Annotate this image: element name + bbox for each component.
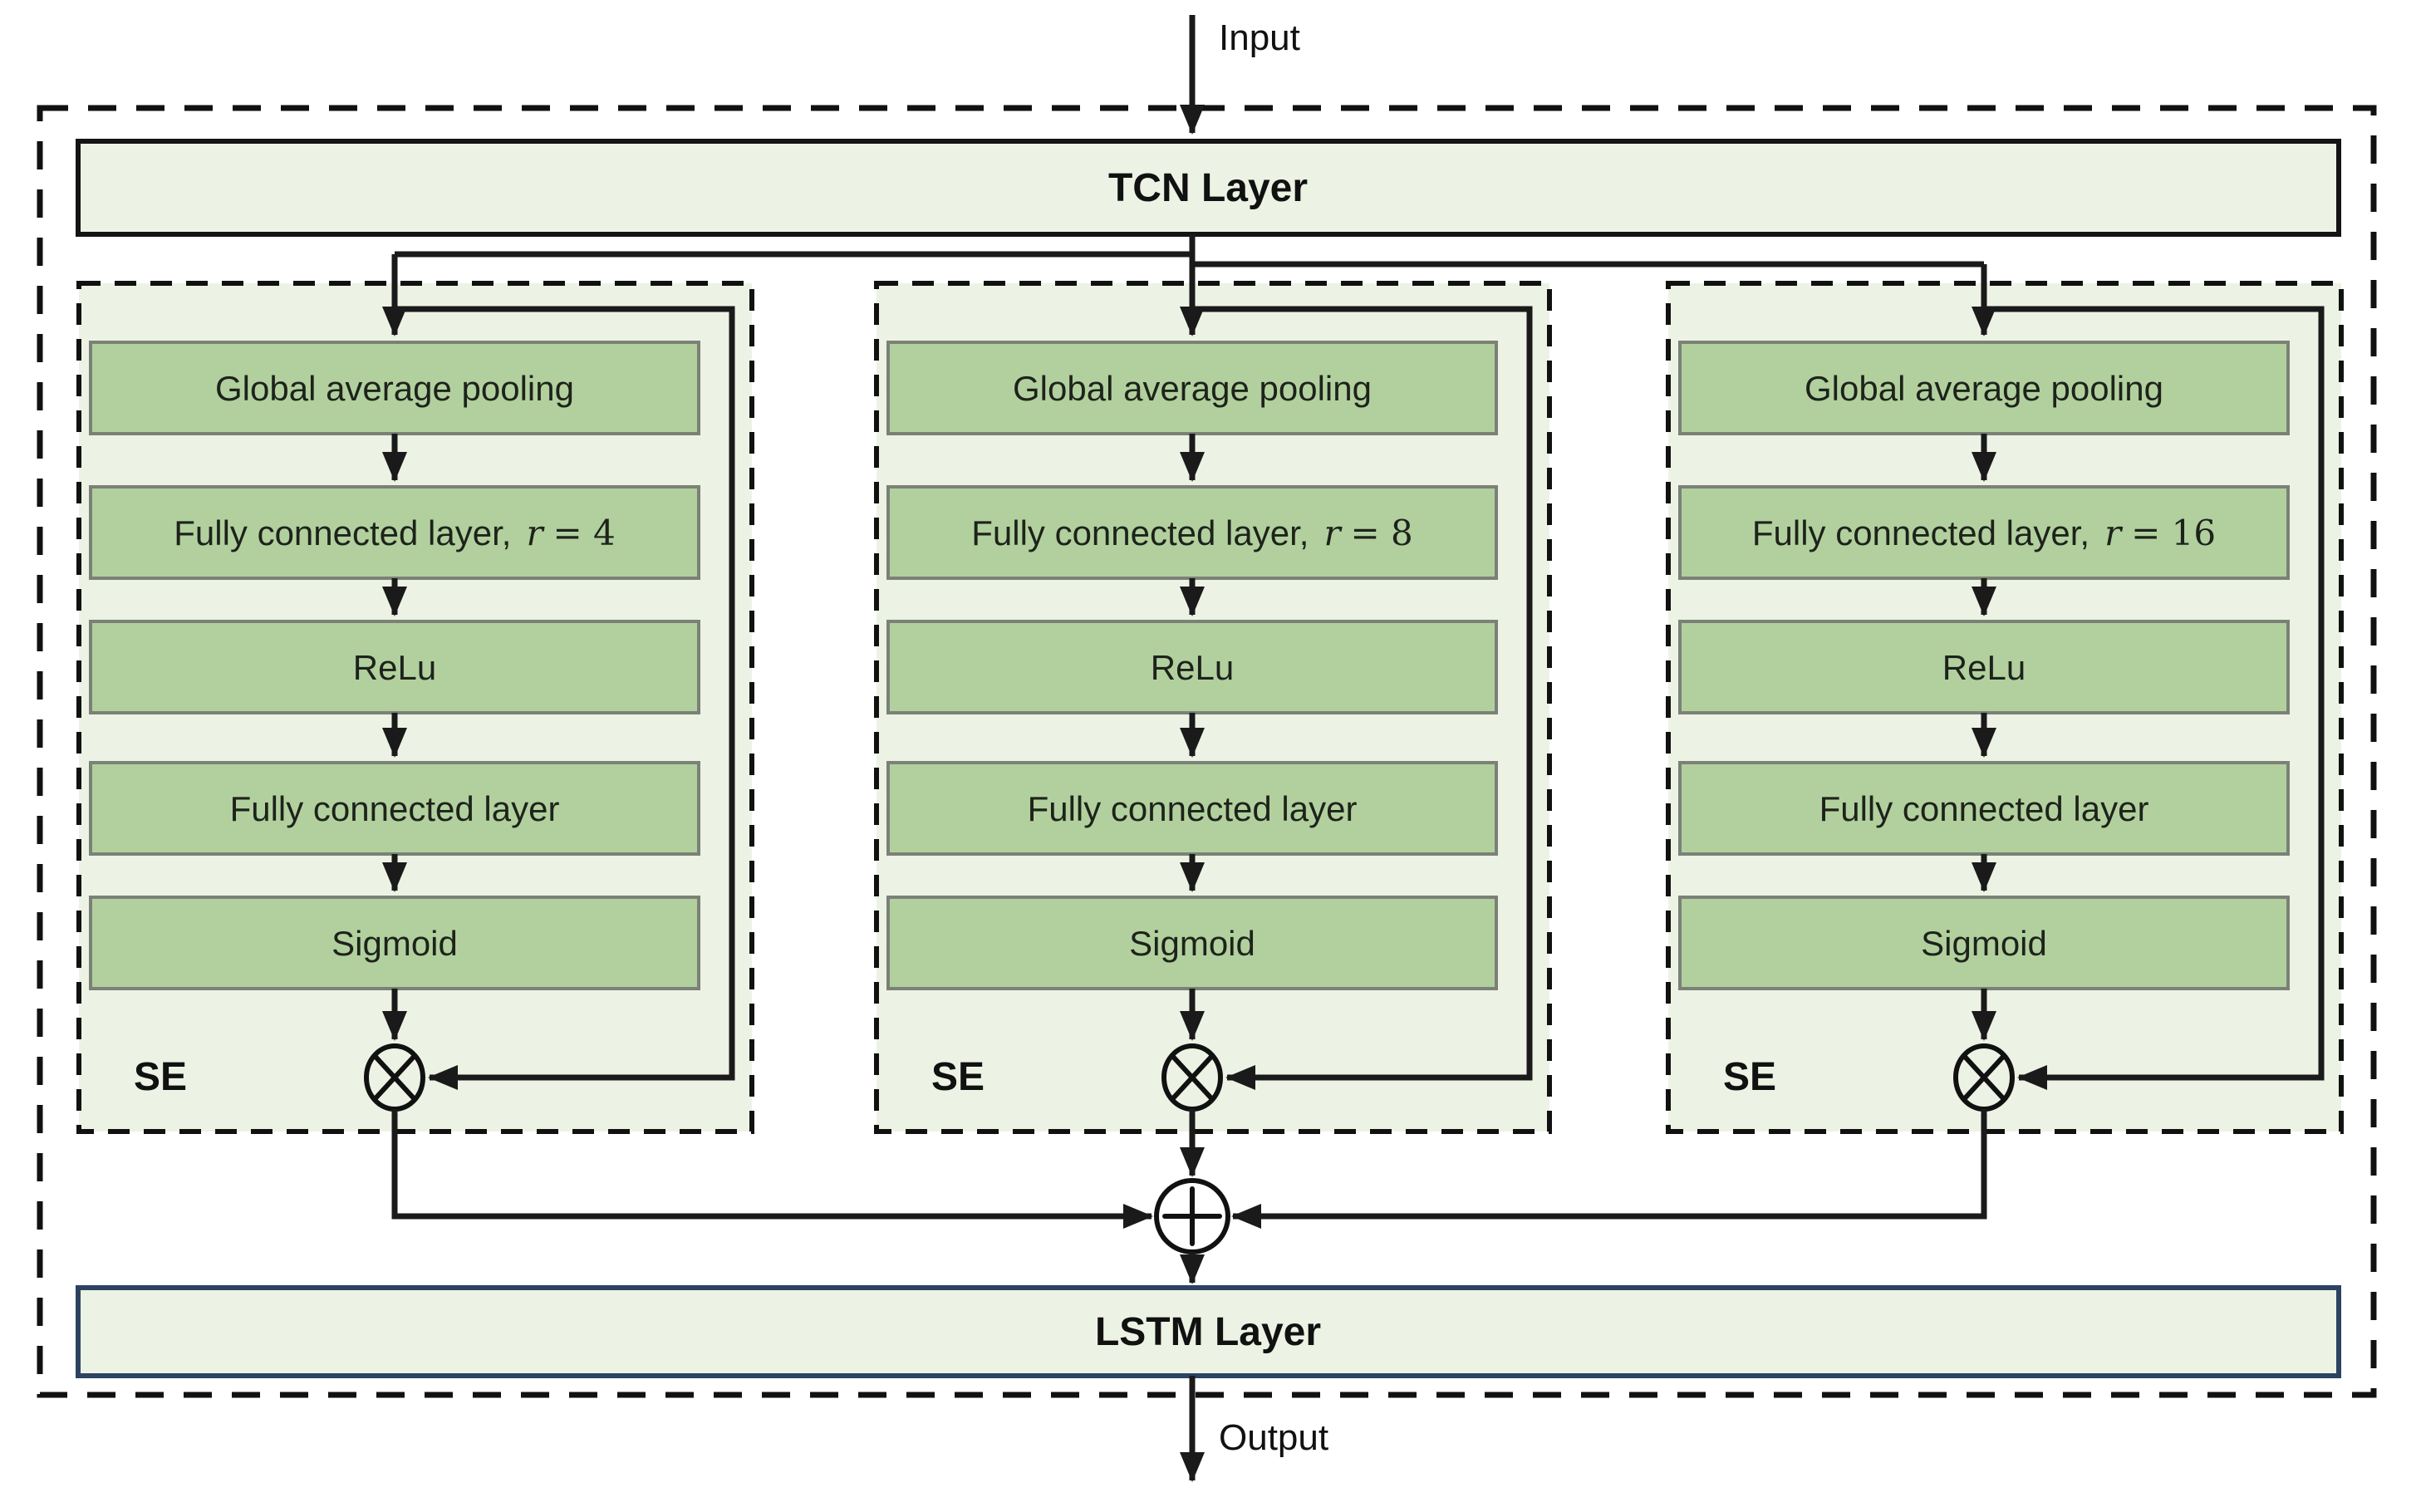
se3-multiply-operator [1953,1043,2015,1112]
se3-fc-reduce-eq: = 16 [2131,513,2216,553]
se1-relu-label: ReLu [353,648,436,687]
se3-fc-reduce-text: Fully connected layer, [1752,513,2089,552]
se1-fc-reduce-var: r [526,513,545,553]
se3-global-pooling-label: Global average pooling [1805,369,2163,408]
add-operator [1154,1178,1230,1254]
se2-sigmoid-box [886,896,1498,990]
input-label: Input [1219,17,1300,58]
se2-sigmoid-label: Sigmoid [1129,924,1255,963]
se1-global-pooling-label: Global average pooling [215,369,574,408]
se3-sigmoid-label: Sigmoid [1921,924,2047,963]
se2-fc-reduce-eq: = 8 [1351,513,1413,553]
se3-fc-reduce-var: r [2104,513,2124,553]
se3-multiply-x2 [1962,1054,2006,1101]
output-label: Output [1219,1417,1328,1458]
se2-relu-label: ReLu [1151,648,1234,687]
se3-fc-expand-label: Fully connected layer [1819,789,2149,828]
se1-sigmoid-label: Sigmoid [331,924,458,963]
se2-label: SE [931,1055,985,1099]
se-block-2: Global average pooling Fully connected l… [874,264,1552,1134]
se1-sigmoid-box [89,896,700,990]
se3-sigmoid-box [1678,896,2290,990]
se2-fc-reduce-box [886,485,1498,580]
se1-fc-expand-box [89,761,700,856]
se3-relu-label: ReLu [1942,648,2026,687]
se1-relu-box [89,620,700,714]
se3-global-pooling-box [1678,341,2290,435]
se2-fc-expand-label: Fully connected layer [1028,789,1358,828]
se1-fc-reduce-label: Fully connected layer, r= 4 [174,513,616,553]
se1-multiply-operator [364,1043,425,1112]
se-block-1: Global average pooling Fully connected l… [76,254,754,1134]
se1-multiply-x2 [373,1054,416,1101]
se1-label: SE [134,1055,187,1099]
se3-label: SE [1723,1055,1776,1099]
se2-multiply-operator [1161,1043,1223,1112]
tcn-layer-box [76,139,2341,237]
se1-fc-reduce-eq: = 4 [553,513,616,553]
se2-global-pooling-label: Global average pooling [1013,369,1372,408]
se3-fc-reduce-box [1678,485,2290,580]
se2-multiply-x2 [1171,1054,1214,1101]
se2-global-pooling-box [886,341,1498,435]
se2-fc-reduce-text: Fully connected layer, [971,513,1309,552]
lstm-layer-label: LSTM Layer [1095,1310,1321,1354]
se3-fc-reduce-label: Fully connected layer, r= 16 [1752,513,2216,553]
se1-fc-reduce-box [89,485,700,580]
lstm-layer-box [76,1285,2341,1378]
se2-fc-reduce-var: r [1323,513,1343,553]
se1-fc-expand-label: Fully connected layer [230,789,560,828]
se-block-3: Global average pooling Fully connected l… [1666,264,2344,1134]
se2-fc-reduce-label: Fully connected layer, r= 8 [971,513,1413,553]
se2-relu-box [886,620,1498,714]
se3-fc-expand-box [1678,761,2290,856]
tcn-layer-label: TCN Layer [1108,166,1308,210]
se1-fc-reduce-text: Fully connected layer, [174,513,511,552]
model-outer-frame [37,105,2377,1398]
se2-fc-expand-box [886,761,1498,856]
